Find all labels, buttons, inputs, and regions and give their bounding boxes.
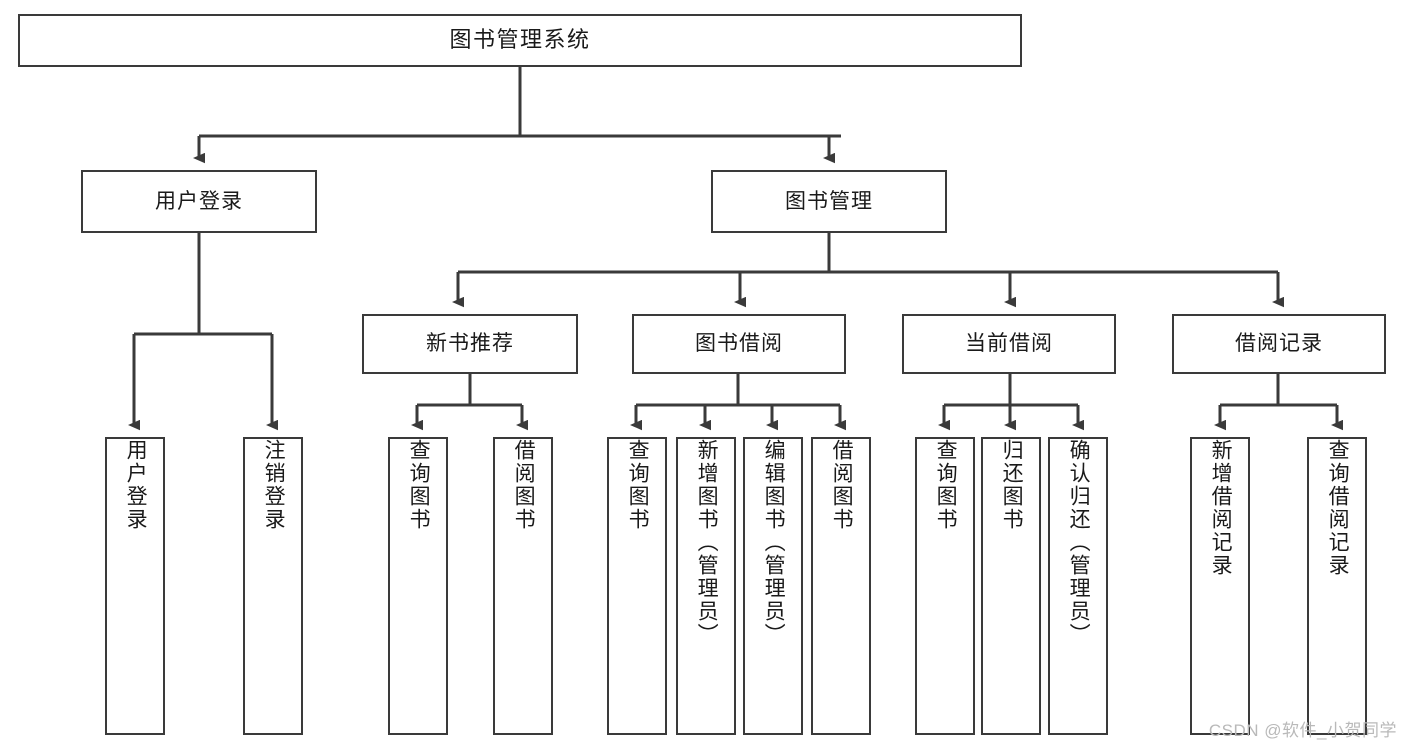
node-new-book-recommend[interactable]: 新书推荐: [362, 314, 578, 374]
leaf-confirm-return[interactable]: 确认归还（管理员）: [1048, 437, 1108, 735]
leaf-return-book-label: 归还图书: [1000, 439, 1024, 531]
leaf-user-logout-label: 注销登录: [262, 439, 286, 531]
leaf-confirm-return-label: 确认归还（管理员）: [1067, 439, 1091, 646]
node-book-manage-label: 图书管理: [785, 189, 873, 213]
node-borrow-record-label: 借阅记录: [1235, 332, 1323, 356]
node-new-book-recommend-label: 新书推荐: [426, 332, 514, 356]
leaf-add-book-label: 新增图书（管理员）: [695, 439, 719, 646]
node-book-borrow[interactable]: 图书借阅: [632, 314, 846, 374]
leaf-edit-book-label: 编辑图书（管理员）: [762, 439, 786, 646]
leaf-query-book-2[interactable]: 查询图书: [607, 437, 667, 735]
leaf-borrow-book-2[interactable]: 借阅图书: [811, 437, 871, 735]
leaf-add-record-label: 新增借阅记录: [1209, 439, 1233, 577]
node-borrow-record[interactable]: 借阅记录: [1172, 314, 1386, 374]
node-book-manage[interactable]: 图书管理: [711, 170, 947, 233]
node-book-borrow-label: 图书借阅: [695, 332, 783, 356]
leaf-add-record[interactable]: 新增借阅记录: [1190, 437, 1250, 735]
leaf-borrow-book-1-label: 借阅图书: [512, 439, 536, 531]
leaf-user-login-label: 用户登录: [124, 439, 148, 531]
leaf-return-book[interactable]: 归还图书: [981, 437, 1041, 735]
leaf-query-record-label: 查询借阅记录: [1326, 439, 1350, 577]
leaf-query-book-1-label: 查询图书: [407, 439, 431, 531]
node-root-label: 图书管理系统: [449, 27, 591, 53]
leaf-user-logout[interactable]: 注销登录: [243, 437, 303, 735]
node-root[interactable]: 图书管理系统: [18, 14, 1022, 67]
leaf-query-book-1[interactable]: 查询图书: [388, 437, 448, 735]
csdn-watermark: CSDN @软件_小贺同学: [1208, 721, 1397, 740]
leaf-add-book[interactable]: 新增图书（管理员）: [676, 437, 736, 735]
node-current-borrow[interactable]: 当前借阅: [902, 314, 1116, 374]
leaf-query-book-2-label: 查询图书: [626, 439, 650, 531]
node-current-borrow-label: 当前借阅: [965, 332, 1053, 356]
node-user-login-label: 用户登录: [155, 189, 243, 213]
leaf-query-book-3[interactable]: 查询图书: [915, 437, 975, 735]
leaf-query-record[interactable]: 查询借阅记录: [1307, 437, 1367, 735]
leaf-edit-book[interactable]: 编辑图书（管理员）: [743, 437, 803, 735]
leaf-user-login[interactable]: 用户登录: [105, 437, 165, 735]
node-user-login[interactable]: 用户登录: [81, 170, 317, 233]
leaf-borrow-book-1[interactable]: 借阅图书: [493, 437, 553, 735]
leaf-query-book-3-label: 查询图书: [934, 439, 958, 531]
leaf-borrow-book-2-label: 借阅图书: [830, 439, 854, 531]
